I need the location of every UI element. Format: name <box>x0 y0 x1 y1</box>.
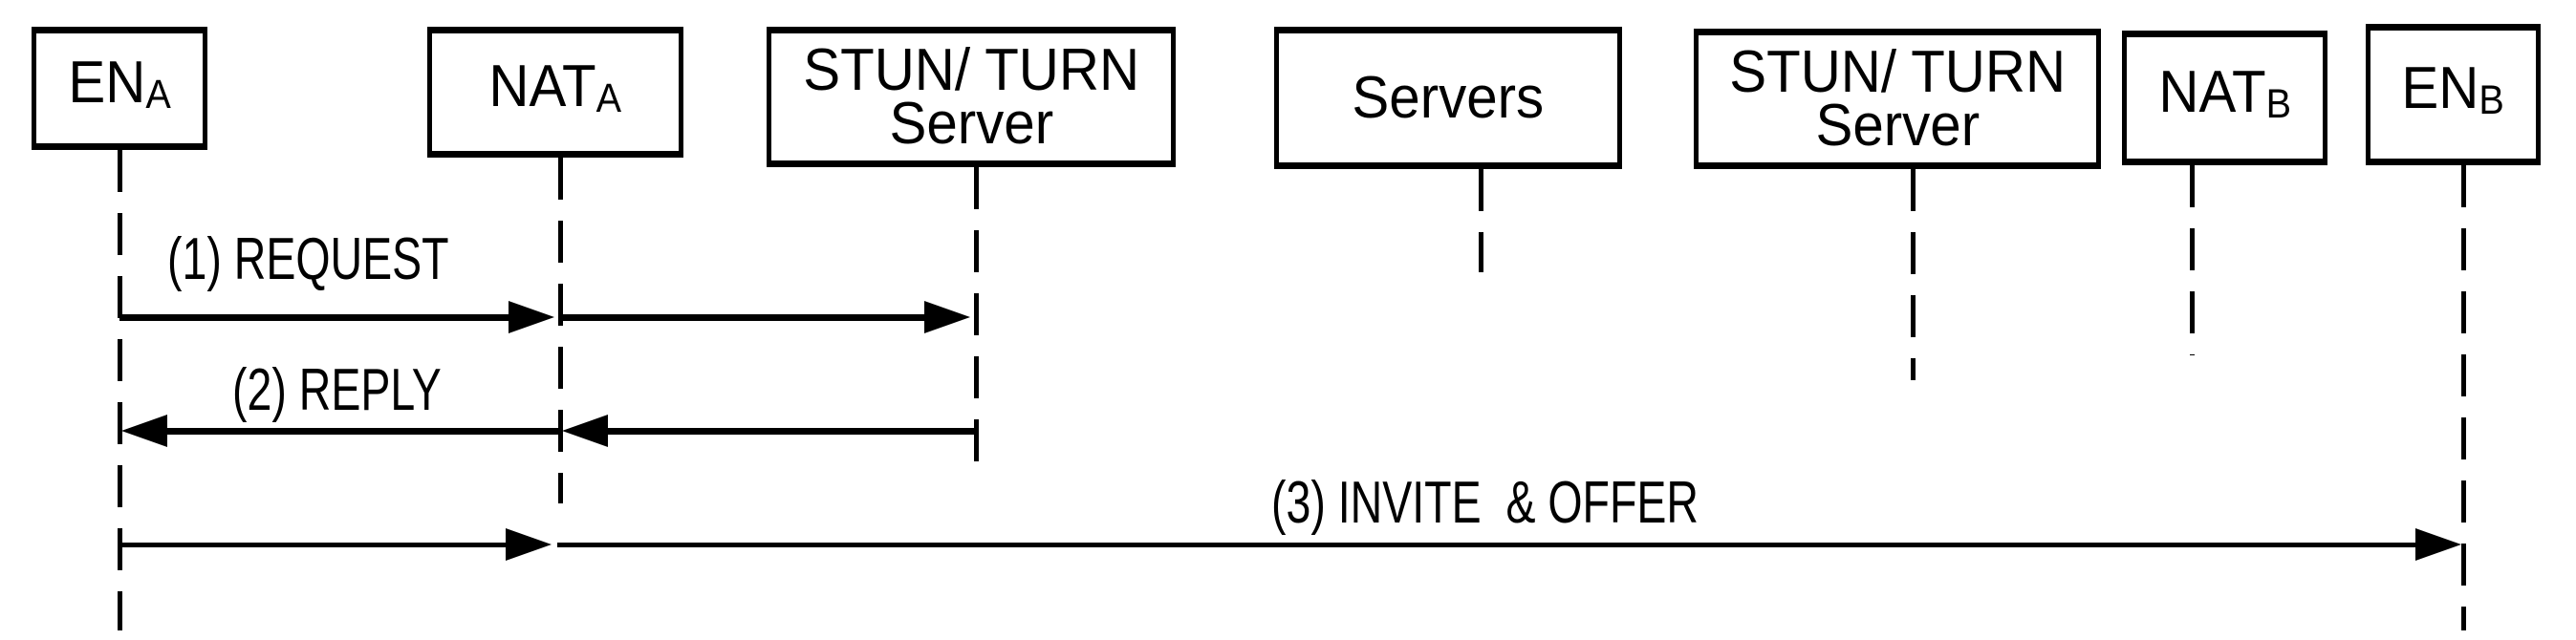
actor-label-text: EN <box>68 49 146 116</box>
lifeline-en-a <box>117 150 122 630</box>
arrowhead-right-icon <box>924 301 970 333</box>
actor-label-stun-turn-server-a: STUN/ TURN <box>803 40 1139 99</box>
message-2-arrow-shaft <box>167 427 560 435</box>
actor-box-nat-b: NATB <box>2122 31 2327 165</box>
actor-label-text: Servers <box>1352 64 1545 131</box>
message-3-arrow-shaft <box>557 542 2415 547</box>
actor-label-stun-turn-server-b: Server <box>1815 96 1980 155</box>
arrowhead-left-icon <box>121 415 167 447</box>
actor-label-subscript: A <box>145 71 171 117</box>
message-2-label: (2) REPLY <box>232 357 442 424</box>
lifeline-servers <box>1478 169 1483 272</box>
actor-label-servers: Servers <box>1353 68 1545 127</box>
actor-label-stun-turn-server-b: STUN/ TURN <box>1729 42 2066 101</box>
lifeline-en-b <box>2460 165 2466 630</box>
actor-label-nat-a: NATA <box>489 56 622 125</box>
actor-label-text: STUN/ TURN <box>1729 38 2066 105</box>
actor-label-nat-b: NATB <box>2158 62 2291 131</box>
arrowhead-left-icon <box>562 415 608 447</box>
actor-label-text: Server <box>1815 92 1980 159</box>
lifeline-stun-turn-server-b <box>1910 169 1916 380</box>
message-1-label: (1) REQUEST <box>167 226 449 293</box>
message-label-text: (1) REQUEST <box>167 226 449 292</box>
actor-label-subscript: A <box>595 75 622 120</box>
actor-box-en-a: ENA <box>32 27 207 150</box>
message-2-arrow-shaft <box>608 427 976 435</box>
actor-label-text: NAT <box>488 53 596 119</box>
actor-label-text: EN <box>2401 55 2479 122</box>
actor-label-subscript: B <box>2479 76 2505 122</box>
actor-label-en-a: ENA <box>68 53 171 121</box>
lifeline-nat-b <box>2189 165 2195 355</box>
actor-label-text: Server <box>889 90 1053 157</box>
lifeline-stun-turn-server-a <box>973 167 979 478</box>
actor-label-en-b: ENB <box>2402 59 2505 127</box>
actor-label-subscript: B <box>2265 80 2291 126</box>
actor-box-servers: Servers <box>1274 27 1622 169</box>
message-3-label: (3) INVITE & OFFER <box>1271 470 1699 537</box>
actor-label-text: NAT <box>2158 58 2266 125</box>
message-label-text: (2) REPLY <box>232 357 442 423</box>
arrowhead-right-icon <box>2415 528 2461 561</box>
actor-box-en-b: ENB <box>2366 24 2541 165</box>
actor-box-nat-a: NATA <box>427 27 683 158</box>
lifeline-nat-a <box>557 158 563 503</box>
message-3-arrow-shaft <box>119 542 506 547</box>
arrowhead-right-icon <box>506 528 552 561</box>
actor-label-stun-turn-server-a: Server <box>889 94 1053 153</box>
actor-label-text: STUN/ TURN <box>803 36 1139 103</box>
message-label-text: (3) INVITE & OFFER <box>1271 470 1699 536</box>
message-1-arrow-shaft <box>560 313 924 321</box>
message-1-arrow-shaft <box>119 313 509 321</box>
arrowhead-right-icon <box>509 301 554 333</box>
